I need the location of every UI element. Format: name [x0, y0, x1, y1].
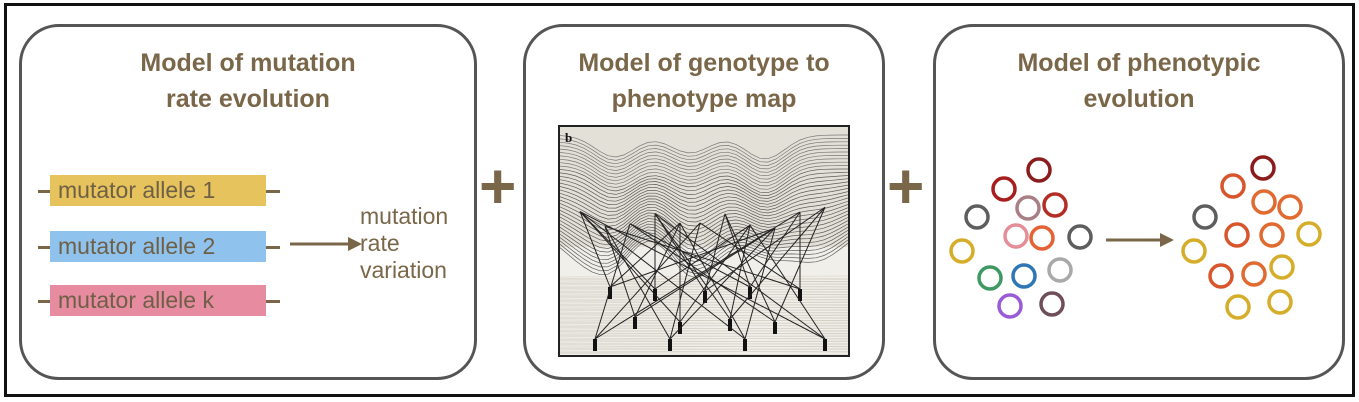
outcome-line-3: variation	[360, 257, 447, 283]
before-circle-3	[1015, 195, 1041, 221]
outcome-line-1: mutation	[360, 203, 449, 229]
panel-genotype-phenotype: Model of genotype to phenotype map b	[523, 24, 885, 380]
before-circle-1	[1026, 157, 1052, 183]
panel-title-genotype-phenotype: Model of genotype to phenotype map	[526, 45, 882, 117]
plus-icon-1: +	[479, 150, 517, 222]
landscape-drawing	[560, 127, 848, 355]
panel-phenotypic: Model of phenotypic evolution	[933, 24, 1345, 380]
panel-mutation-rate: Model of mutation rate evolution mutator…	[19, 24, 477, 380]
after-circle-2	[1220, 173, 1246, 199]
mutator-allele-2-label: mutator allele 2	[58, 233, 216, 259]
phenotype-population-drawing	[949, 155, 1322, 320]
after-circle-4	[1277, 194, 1303, 220]
title-line-1: Model of phenotypic	[1017, 49, 1261, 77]
after-circle-1	[1250, 155, 1276, 181]
population-after	[1181, 155, 1322, 320]
title-line-2: evolution	[1083, 85, 1195, 113]
mutator-allele-k-label: mutator allele k	[58, 287, 214, 313]
after-circle-9	[1181, 238, 1207, 264]
before-circle-11	[1011, 263, 1037, 289]
panel-title-mutation-rate: Model of mutation rate evolution	[22, 45, 474, 117]
before-circle-7	[1029, 225, 1055, 251]
panel-title-phenotypic: Model of phenotypic evolution	[936, 45, 1342, 117]
title-line-2: phenotype map	[611, 85, 797, 113]
before-circle-12	[1047, 257, 1073, 283]
before-circle-10	[977, 265, 1003, 291]
after-circle-6	[1224, 222, 1250, 248]
figure-frame: Model of mutation rate evolution mutator…	[4, 3, 1355, 397]
title-line-1: Model of mutation	[140, 49, 356, 77]
after-circle-5	[1192, 204, 1218, 230]
after-circle-11	[1241, 261, 1267, 287]
figure-letter: b	[565, 130, 573, 145]
epigenetic-landscape-image: b	[558, 125, 850, 357]
mutator-allele-1: mutator allele 1	[50, 175, 266, 206]
after-circle-8	[1296, 221, 1322, 247]
arrow-icon	[290, 237, 362, 251]
outcome-line-2: rate	[360, 230, 400, 256]
before-circle-9	[949, 238, 975, 264]
arrow-icon	[1106, 233, 1174, 247]
plus-icon-2: +	[887, 150, 925, 222]
before-circle-8	[1067, 224, 1093, 250]
after-circle-13	[1225, 294, 1251, 320]
population-before	[949, 157, 1093, 319]
before-circle-14	[1039, 291, 1065, 317]
before-circle-5	[964, 204, 990, 230]
after-circle-12	[1269, 254, 1295, 280]
after-circle-14	[1267, 289, 1293, 315]
outcome-label: mutation rate variation	[360, 203, 448, 284]
mutator-allele-2: mutator allele 2	[50, 231, 266, 262]
title-line-2: rate evolution	[166, 85, 330, 113]
before-circle-4	[1042, 192, 1068, 218]
before-circle-13	[997, 293, 1023, 319]
after-circle-7	[1259, 222, 1285, 248]
after-circle-10	[1208, 263, 1234, 289]
title-line-1: Model of genotype to	[578, 49, 830, 77]
before-circle-6	[1003, 223, 1029, 249]
after-circle-3	[1251, 189, 1277, 215]
before-circle-2	[991, 176, 1017, 202]
mutator-allele-k: mutator allele k	[50, 285, 266, 316]
mutator-allele-1-label: mutator allele 1	[58, 177, 216, 203]
